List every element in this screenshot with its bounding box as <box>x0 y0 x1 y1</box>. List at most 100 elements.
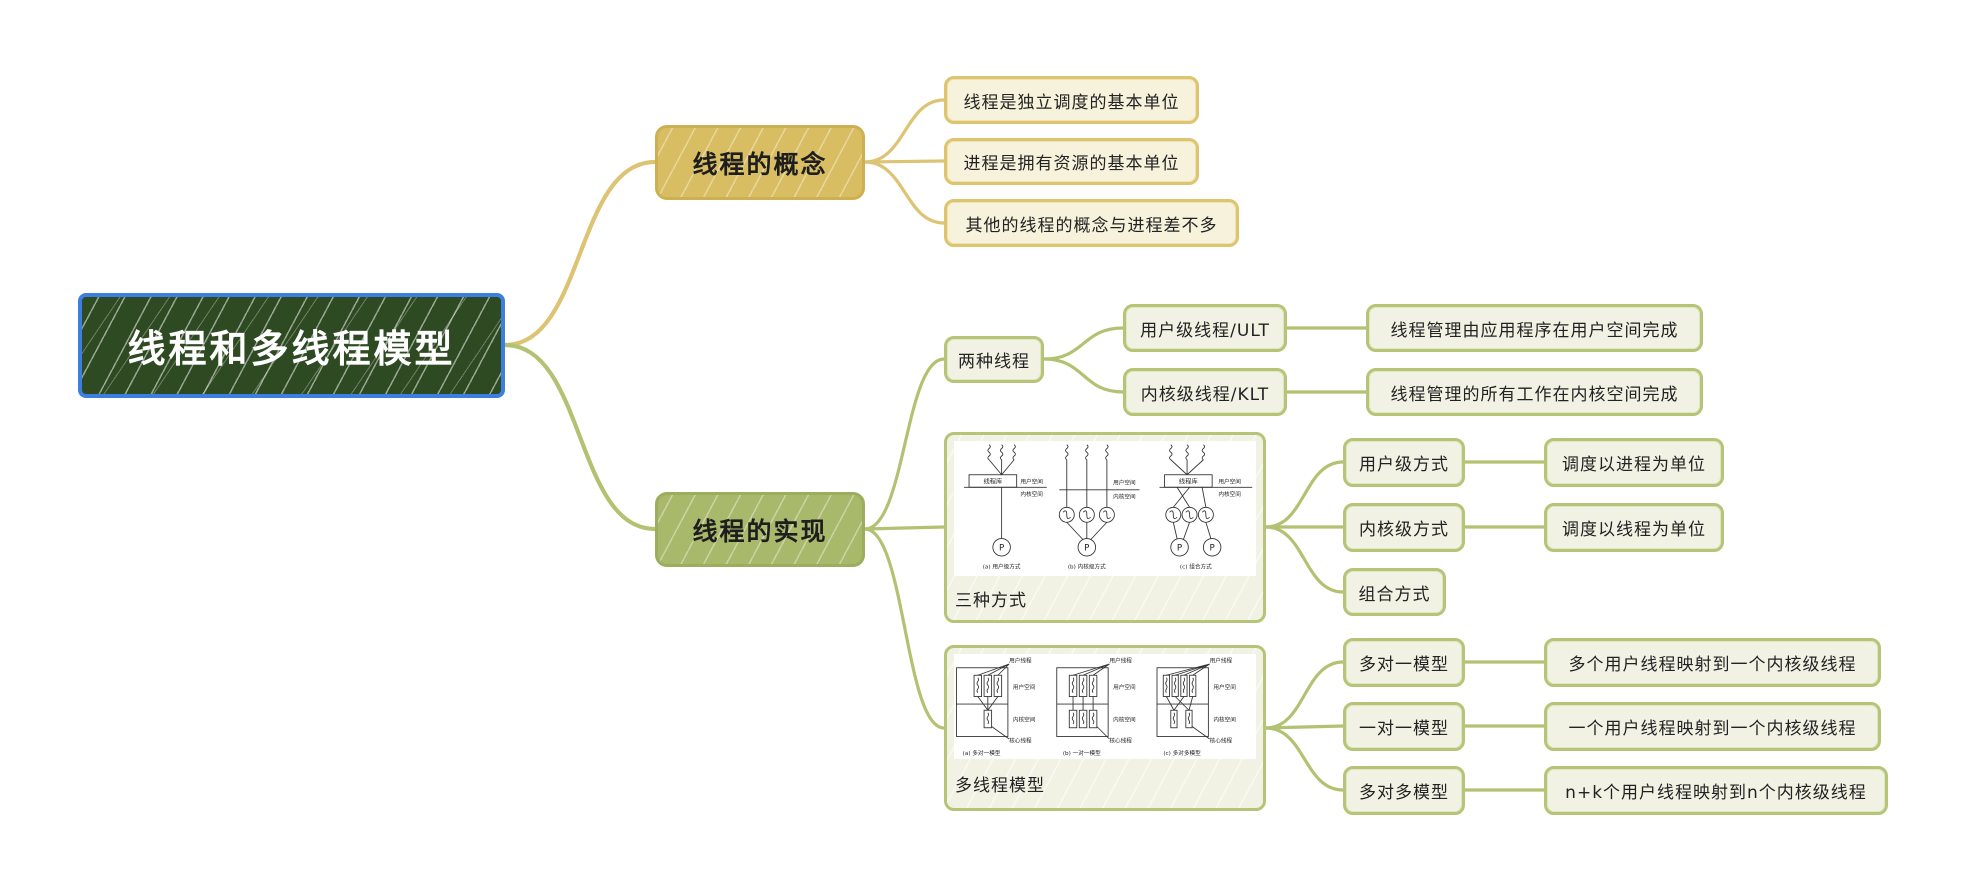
process-label: P <box>1084 543 1089 553</box>
kernel-thread-circle <box>1197 506 1214 523</box>
process-circle <box>1202 538 1222 557</box>
user-space-label: 用户空间 <box>1020 478 1043 486</box>
subtopic-many-to-many[interactable]: 多对多模型 <box>1343 766 1465 815</box>
kernel-space-label: 内核空间 <box>1113 493 1136 501</box>
label-leader-lines <box>1166 663 1210 740</box>
kernel-thread-label: 核心线程 <box>1109 737 1132 745</box>
models-diagram: 用户线程 用户空间 内核空间 核心线程 (a) 多对一模型 用户线程 用户空间 <box>956 657 1236 757</box>
topic-label: 线程的概念 <box>692 149 828 179</box>
process-label: P <box>1209 543 1214 553</box>
kernel-space-label: 内核空间 <box>1013 716 1036 724</box>
thread-down-lines <box>1066 459 1108 508</box>
one-to-one-diagram <box>1056 663 1110 740</box>
root-topic[interactable]: 线程和多线程模型 <box>78 293 505 398</box>
process-link-lines <box>1172 522 1212 540</box>
user-level-diagram <box>964 444 1047 557</box>
subtopic-user-level-detail[interactable]: 调度以进程为单位 <box>1544 438 1724 487</box>
subtopic-label: 调度以进程为单位 <box>1562 455 1706 475</box>
many-to-one-diagram <box>956 663 1010 740</box>
process-label: P <box>999 543 1004 553</box>
root-topic-label: 线程和多线程模型 <box>127 327 456 371</box>
subtopic-three-ways[interactable]: 线程库 用户空间 内核空间 P (a) 用户级方式 用户空间 内核空间 P (b… <box>944 432 1266 623</box>
kernel-thread-label: 核心线程 <box>1210 737 1233 745</box>
subtopic-kernel-level-way[interactable]: 内核级方式 <box>1343 503 1465 552</box>
subtopic-user-level-way[interactable]: 用户级方式 <box>1343 438 1465 487</box>
connector-impl-models <box>863 527 946 730</box>
thread-funnel-lines <box>1170 459 1204 476</box>
subtopic-label: 用户级方式 <box>1359 455 1449 475</box>
subtopic-label: 内核级线程/KLT <box>1140 384 1270 405</box>
thread-funnel-lines <box>988 459 1015 476</box>
kernel-space-label: 内核空间 <box>1113 716 1136 724</box>
crossing-lines <box>1172 486 1207 508</box>
user-space-label: 用户空间 <box>1218 478 1241 486</box>
user-thread-squiggles <box>1065 444 1109 461</box>
connector-models-many-to-many <box>1264 726 1345 792</box>
subtopic-label: 内核级方式 <box>1359 520 1449 540</box>
kernel-thread-circle <box>1181 506 1198 523</box>
subtopic-concept-1[interactable]: 线程是独立调度的基本单位 <box>944 76 1199 124</box>
connector-three-ways-combined <box>1264 525 1345 594</box>
connector-root-to-concept <box>502 159 658 348</box>
kernel-space-label: 内核空间 <box>1213 716 1236 724</box>
figure-caption-b: (b) 一对一模型 <box>1063 749 1101 757</box>
subtopic-label: 两种线程 <box>958 352 1030 372</box>
connector-two-kinds-ult <box>1042 326 1125 361</box>
subtopic-many-to-one-detail[interactable]: 多个用户线程映射到一个内核级线程 <box>1544 638 1881 687</box>
figure-caption-a: (a) 用户级方式 <box>983 563 1021 571</box>
subtopic-concept-3[interactable]: 其他的线程的概念与进程差不多 <box>944 199 1239 247</box>
kernel-thread-spirals <box>1062 510 1111 520</box>
subtopic-label: 多线程模型 <box>955 776 1045 796</box>
subtopic-label: 多对一模型 <box>1359 655 1449 675</box>
process-box <box>956 667 1009 737</box>
user-thread-label: 用户线程 <box>1109 657 1132 665</box>
subtopic-two-kinds[interactable]: 两种线程 <box>944 336 1044 383</box>
process-label: P <box>1177 543 1182 553</box>
thread-squiggles <box>976 677 1000 725</box>
figure-caption-b: (b) 内核级方式 <box>1068 563 1106 571</box>
subtopic-label: 组合方式 <box>1358 584 1431 605</box>
subtopic-multithread-models[interactable]: 用户线程 用户空间 内核空间 核心线程 (a) 多对一模型 用户线程 用户空间 <box>944 645 1266 811</box>
three-ways-diagram: 线程库 用户空间 内核空间 P (a) 用户级方式 用户空间 内核空间 P (b… <box>964 444 1253 571</box>
user-thread-label: 用户线程 <box>1210 657 1233 665</box>
kernel-thread-spirals <box>1169 510 1210 520</box>
subtopic-kernel-level-detail[interactable]: 调度以线程为单位 <box>1544 503 1724 552</box>
subtopic-ult[interactable]: 用户级线程/ULT <box>1123 304 1287 352</box>
connector-two-kinds-klt <box>1042 357 1125 394</box>
subtopic-combined-way[interactable]: 组合方式 <box>1343 568 1446 616</box>
connector-models-one-to-one <box>1264 724 1345 730</box>
subtopic-many-to-one[interactable]: 多对一模型 <box>1343 638 1465 687</box>
thread-library-label: 线程库 <box>1179 477 1198 486</box>
subtopic-one-to-one-detail[interactable]: 一个用户线程映射到一个内核级线程 <box>1544 702 1881 751</box>
thread-squiggles <box>1071 677 1095 725</box>
subtopic-klt[interactable]: 内核级线程/KLT <box>1123 368 1287 416</box>
process-box <box>1056 667 1109 737</box>
connector-root-to-implementation <box>502 342 658 532</box>
implementation-branch-lines <box>502 326 1546 792</box>
figure-caption-a: (a) 多对一模型 <box>963 749 1001 757</box>
mapping-lines <box>1072 696 1094 711</box>
user-space-label: 用户空间 <box>1113 683 1136 691</box>
user-space-label: 用户空间 <box>1013 683 1036 691</box>
topic-thread-implementation[interactable]: 线程的实现 <box>655 492 865 567</box>
process-box <box>1156 667 1209 737</box>
subtopic-one-to-one[interactable]: 一对一模型 <box>1343 702 1465 751</box>
process-circle <box>992 538 1011 557</box>
kernel-thread-circle <box>1058 506 1075 523</box>
subtopic-many-to-many-detail[interactable]: n+k个用户线程映射到n个内核级线程 <box>1544 766 1888 815</box>
process-circle <box>1170 538 1189 557</box>
kernel-space-label: 内核空间 <box>1218 490 1241 498</box>
figure-caption-c: (c) 多对多模型 <box>1163 749 1201 757</box>
subtopic-label: 线程管理由应用程序在用户空间完成 <box>1390 320 1679 341</box>
subtopic-concept-2[interactable]: 进程是拥有资源的基本单位 <box>944 138 1199 185</box>
subtopic-label: 线程管理的所有工作在内核空间完成 <box>1390 384 1679 405</box>
three-ways-image: 线程库 用户空间 内核空间 P (a) 用户级方式 用户空间 内核空间 P (b… <box>954 441 1256 576</box>
subtopic-klt-detail[interactable]: 线程管理的所有工作在内核空间完成 <box>1366 368 1703 416</box>
subtopic-label: 用户级线程/ULT <box>1140 320 1270 341</box>
topic-thread-concept[interactable]: 线程的概念 <box>655 125 865 200</box>
user-thread-squiggles <box>987 444 1016 461</box>
thread-library-label: 线程库 <box>983 477 1002 486</box>
subtopic-ult-detail[interactable]: 线程管理由应用程序在用户空间完成 <box>1366 304 1703 352</box>
connector-three-ways-user <box>1264 460 1345 529</box>
